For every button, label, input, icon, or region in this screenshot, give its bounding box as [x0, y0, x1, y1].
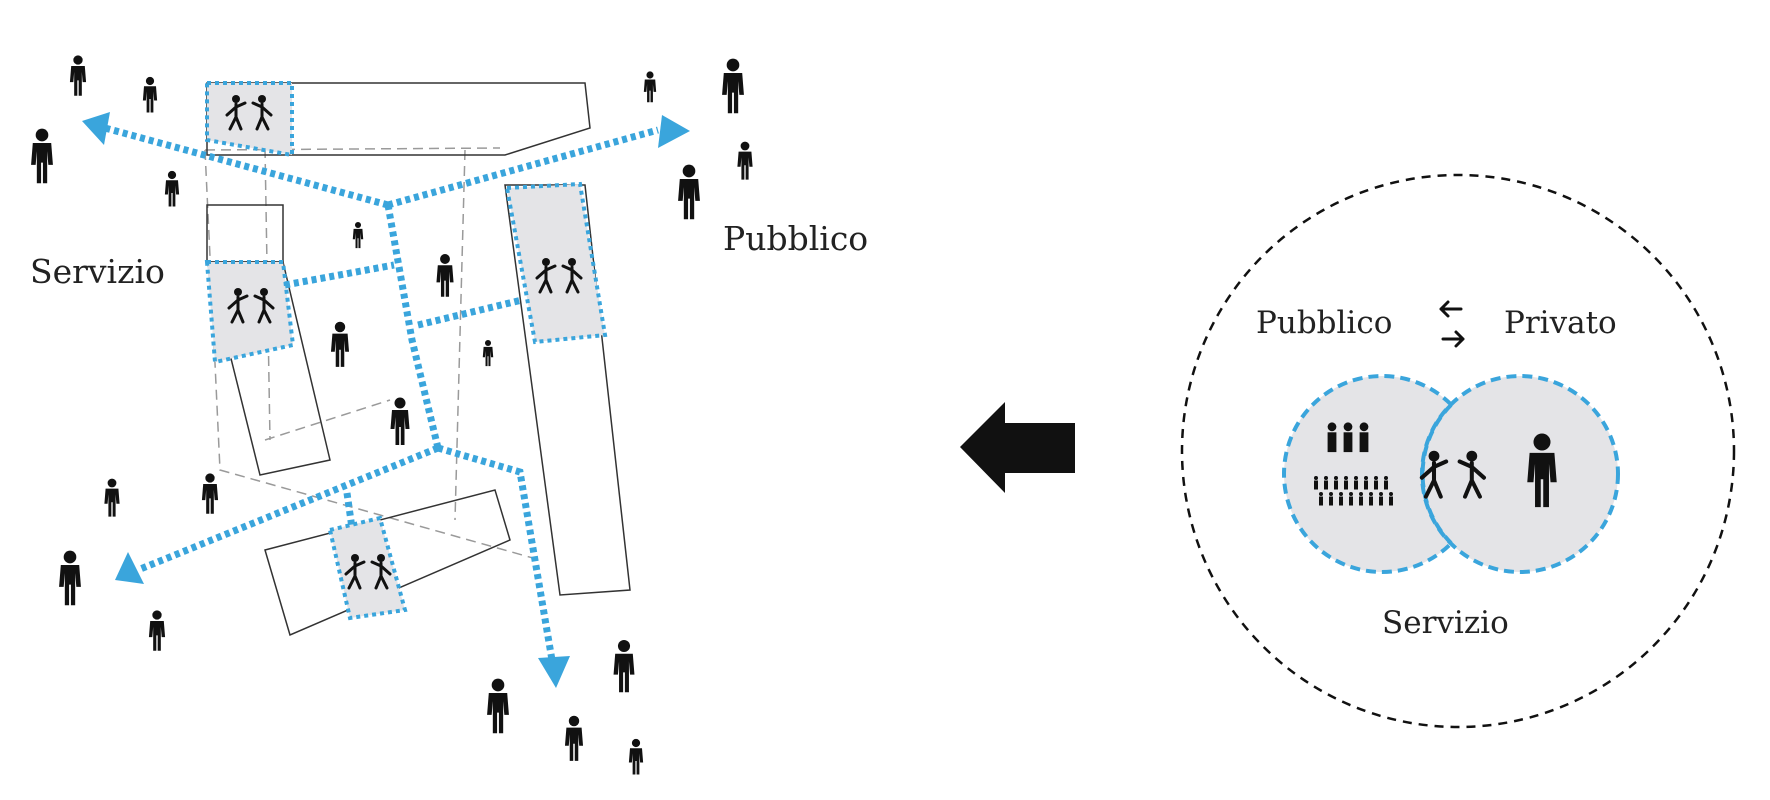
arrowhead-nw	[82, 112, 110, 145]
zone-left	[204, 260, 296, 365]
outer-boundary-circle	[1180, 173, 1736, 729]
label-privato-right: Privato	[1504, 305, 1617, 341]
person-icon	[613, 639, 635, 693]
person-icon	[436, 254, 454, 297]
label-pubblico-right: Pubblico	[1256, 305, 1392, 341]
private-circle	[1420, 374, 1620, 574]
person-icon	[148, 610, 166, 651]
person-icon	[737, 141, 753, 180]
person-icon	[722, 58, 744, 114]
concept-diagram: Pubblico Privato Servizio	[1180, 173, 1736, 729]
person-icon	[390, 397, 410, 445]
site-plan: Servizio Pubblico	[30, 55, 868, 775]
person-icon	[164, 170, 180, 207]
person-icon	[201, 473, 219, 514]
person-icon	[330, 321, 350, 367]
label-servizio-right: Servizio	[1382, 605, 1509, 641]
person-icon	[59, 550, 81, 606]
person-icon	[352, 221, 364, 249]
overlap-outline	[1420, 403, 1453, 545]
person-icon	[487, 678, 509, 734]
zone-top	[205, 81, 294, 158]
person-icon	[482, 339, 494, 367]
person-icon	[142, 76, 158, 113]
arrowhead-sw	[115, 552, 144, 584]
person-icon	[564, 715, 584, 761]
label-pubblico-left: Pubblico	[723, 219, 868, 258]
service-zones	[204, 81, 608, 621]
person-icon	[643, 71, 657, 103]
zone-bottom	[327, 515, 408, 621]
arrowhead-ne	[658, 115, 690, 148]
people	[31, 55, 753, 775]
person-icon	[31, 128, 53, 184]
person-icon	[104, 478, 120, 517]
person-icon	[678, 164, 700, 220]
flow-paths	[104, 124, 659, 661]
exchange-arrows-icon	[1439, 300, 1465, 348]
person-icon	[628, 738, 644, 775]
arrowhead-s	[538, 656, 570, 688]
left-arrow-icon	[960, 402, 1075, 493]
person-icon	[69, 55, 87, 96]
zone-right	[504, 181, 608, 345]
label-servizio-left: Servizio	[30, 252, 165, 291]
flow-arrowheads	[82, 112, 690, 688]
